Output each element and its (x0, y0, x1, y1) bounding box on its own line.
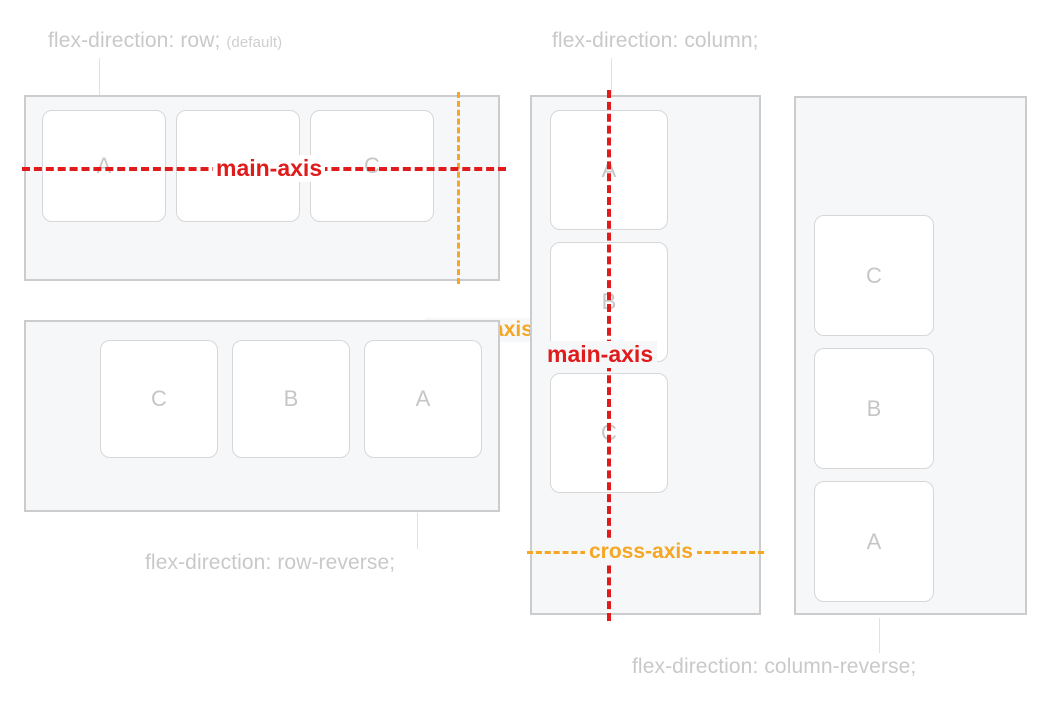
caption-column-reverse-text: flex-direction: column-reverse; (632, 655, 917, 678)
flex-item-label: B (866, 395, 882, 421)
flex-item-columnreverse-a: A (814, 481, 934, 602)
flex-item-columnreverse-b: B (814, 348, 934, 469)
caption-flex-direction-row: flex-direction: row; (default) (48, 29, 282, 53)
flex-item-columnreverse-c: C (814, 215, 934, 336)
caption-flex-direction-column-reverse: flex-direction: column-reverse; (632, 655, 916, 679)
flex-item-label: C (151, 386, 167, 411)
cross-axis-line-row (457, 92, 460, 284)
caption-flex-direction-row-reverse: flex-direction: row-reverse; (145, 551, 395, 575)
caption-row-text: flex-direction: row; (48, 29, 221, 52)
flex-item-label: C (364, 153, 380, 178)
cross-axis-label-column: cross-axis (585, 540, 697, 564)
flex-item-rowreverse-a: A (364, 340, 482, 458)
caption-row-reverse-text: flex-direction: row-reverse; (145, 551, 396, 574)
caption-flex-direction-column: flex-direction: column; (552, 29, 759, 53)
leader-line-row-reverse (417, 513, 418, 549)
flex-item-rowreverse-c: C (100, 340, 218, 458)
flex-item-label: A (96, 153, 112, 178)
flex-item-label: C (866, 262, 882, 288)
caption-row-note: (default) (226, 34, 283, 51)
main-axis-label-row: main-axis (213, 155, 326, 182)
flex-item-row-a: A (42, 110, 166, 222)
flex-item-label: A (866, 528, 882, 554)
flex-item-label: B (283, 386, 299, 411)
leader-line-column-reverse (879, 618, 880, 653)
flex-item-rowreverse-b: B (232, 340, 350, 458)
main-axis-label-column: main-axis (543, 341, 658, 368)
flex-item-row-c: C (310, 110, 434, 222)
leader-line-column (611, 58, 612, 95)
flex-container-row: A B C cross-axis (24, 95, 537, 342)
caption-column-text: flex-direction: column; (552, 29, 759, 52)
flex-item-label: A (415, 386, 431, 411)
flex-container-row-reverse: C B A (24, 320, 500, 512)
leader-line-row (99, 58, 100, 95)
flex-container-column-reverse: C B A (794, 96, 1027, 615)
